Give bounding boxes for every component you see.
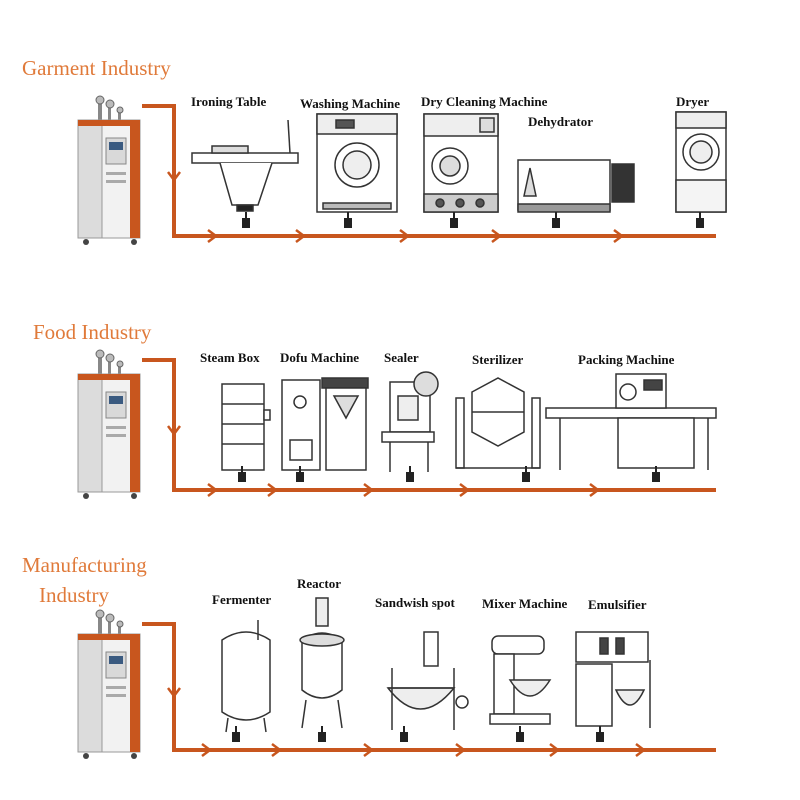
steam-pipe <box>142 358 716 492</box>
mixer-machine-label: Mixer Machine <box>482 596 568 611</box>
garment-industry-title: Garment Industry <box>22 56 171 80</box>
steam-pipe <box>142 622 716 752</box>
washing-machine-label: Washing Machine <box>300 96 401 111</box>
steam-box-label: Steam Box <box>200 350 260 365</box>
boiler-icon <box>77 609 141 760</box>
steam-box-icon <box>221 383 271 471</box>
fermenter-icon <box>221 620 271 733</box>
manufacturing-section <box>77 597 716 760</box>
fermenter-label: Fermenter <box>212 592 272 607</box>
food-industry-title: Food Industry <box>33 320 152 344</box>
boiler-icon <box>77 95 141 246</box>
dryer-icon <box>675 111 727 213</box>
dry-cleaning-machine-label: Dry Cleaning Machine <box>421 94 548 109</box>
sandwich-pot-icon <box>386 631 469 730</box>
dehydrator-label: Dehydrator <box>528 114 593 129</box>
flow-arrows <box>167 171 625 243</box>
reactor-label: Reactor <box>297 576 342 591</box>
dryer-label: Dryer <box>676 94 710 109</box>
emulsifier-icon <box>575 631 651 728</box>
manufacturing-industry-title-line1: Manufacturing <box>22 553 147 577</box>
dehydrator-icon <box>517 159 635 213</box>
sandwich-pot-label: Sandwish spot <box>375 595 455 610</box>
ironing-table-label: Ironing Table <box>191 94 267 109</box>
washing-machine-icon <box>316 113 398 213</box>
sterilizer-icon <box>455 377 541 469</box>
boiler-icon <box>77 349 141 500</box>
sterilizer-label: Sterilizer <box>472 352 524 367</box>
dofu-machine-icon <box>281 377 369 471</box>
manufacturing-industry-title-line2: Industry <box>39 583 109 607</box>
steam-pipe <box>142 104 716 238</box>
food-section <box>77 349 717 500</box>
dofu-machine-label: Dofu Machine <box>280 350 360 365</box>
emulsifier-label: Emulsifier <box>588 597 647 612</box>
mixer-machine-icon <box>489 635 552 725</box>
sealer-label: Sealer <box>384 350 419 365</box>
packing-machine-icon <box>545 373 717 470</box>
flow-arrows <box>167 687 647 757</box>
flow-arrows <box>167 425 601 497</box>
sealer-icon <box>381 371 439 472</box>
reactor-icon <box>299 597 345 729</box>
ironing-table-icon <box>191 119 299 212</box>
packing-machine-label: Packing Machine <box>578 352 675 367</box>
garment-section <box>77 95 727 246</box>
dry-cleaning-machine-icon <box>423 113 499 213</box>
